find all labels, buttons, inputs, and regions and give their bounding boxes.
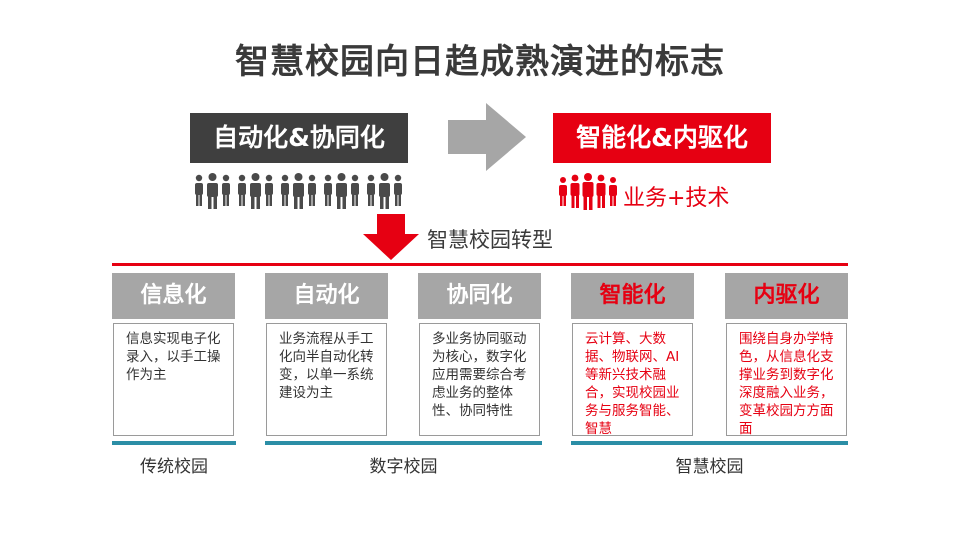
card-head-internal-drive: 内驱化: [725, 273, 848, 319]
divider-line: [112, 263, 848, 266]
red-people-group-icon: [559, 173, 617, 210]
card-head-informatization: 信息化: [112, 273, 235, 319]
card-head-intelligence: 智能化: [571, 273, 694, 319]
card-body-intelligence: 云计算、大数据、物联网、AI等新兴技术融合，实现校园业务与服务智能、智慧: [572, 323, 693, 436]
stage-label-smart: 智慧校园: [675, 457, 744, 477]
right-banner: 智能化&内驱化: [553, 113, 771, 163]
stage-label-traditional: 传统校园: [140, 457, 208, 477]
right-arrow-icon: [448, 103, 526, 171]
people-group-row: [194, 172, 403, 210]
stage-bar-smart: [571, 441, 848, 445]
down-arrow-icon: [363, 214, 419, 260]
business-tech-label: 业务+技术: [623, 186, 730, 211]
card-head-collaboration: 协同化: [418, 273, 541, 319]
stage-bar-traditional: [112, 441, 236, 445]
card-body-internal-drive: 围绕自身办学特色，从信息化支撑业务到数字化深度融入业务，变革校园方方面面: [726, 323, 847, 436]
people-group-icon: [238, 173, 273, 209]
stage-bar-digital: [265, 441, 542, 445]
card-body-informatization: 信息实现电子化录入，以手工操作为主: [113, 323, 234, 436]
left-banner: 自动化&协同化: [190, 113, 408, 163]
people-group-icon: [195, 173, 230, 209]
page-title: 智慧校园向日趋成熟演进的标志: [235, 42, 725, 82]
card-body-collaboration: 多业务协同驱动为核心，数字化应用需要综合考虑业务的整体性、协同特性: [419, 323, 540, 436]
people-group-icon: [324, 173, 359, 209]
people-group-icon: [281, 173, 316, 209]
stage-label-digital: 数字校园: [369, 457, 438, 477]
card-body-automation: 业务流程从手工化向半自动化转变，以单一系统建设为主: [266, 323, 387, 436]
people-group-icon: [367, 173, 402, 209]
transform-label: 智慧校园转型: [427, 228, 553, 252]
card-head-automation: 自动化: [265, 273, 388, 319]
